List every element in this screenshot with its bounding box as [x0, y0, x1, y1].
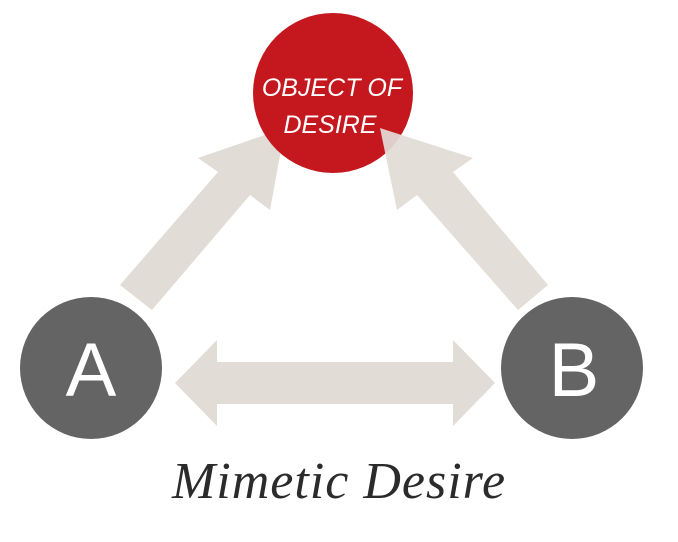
- arrow-b-to-object: [380, 128, 548, 310]
- double-arrow-a-b: [175, 340, 495, 426]
- node-b-circle: [501, 297, 643, 439]
- object-label-line1: OBJECT OF: [262, 74, 404, 102]
- object-label-line2: DESIRE: [283, 111, 376, 139]
- node-a-label: A: [66, 328, 117, 413]
- object-of-desire-circle: [253, 13, 413, 173]
- node-a-circle: [20, 297, 162, 439]
- arrow-a-to-object: [120, 128, 285, 310]
- diagram-title: Mimetic Desire: [171, 453, 507, 510]
- node-b-label: B: [549, 328, 600, 413]
